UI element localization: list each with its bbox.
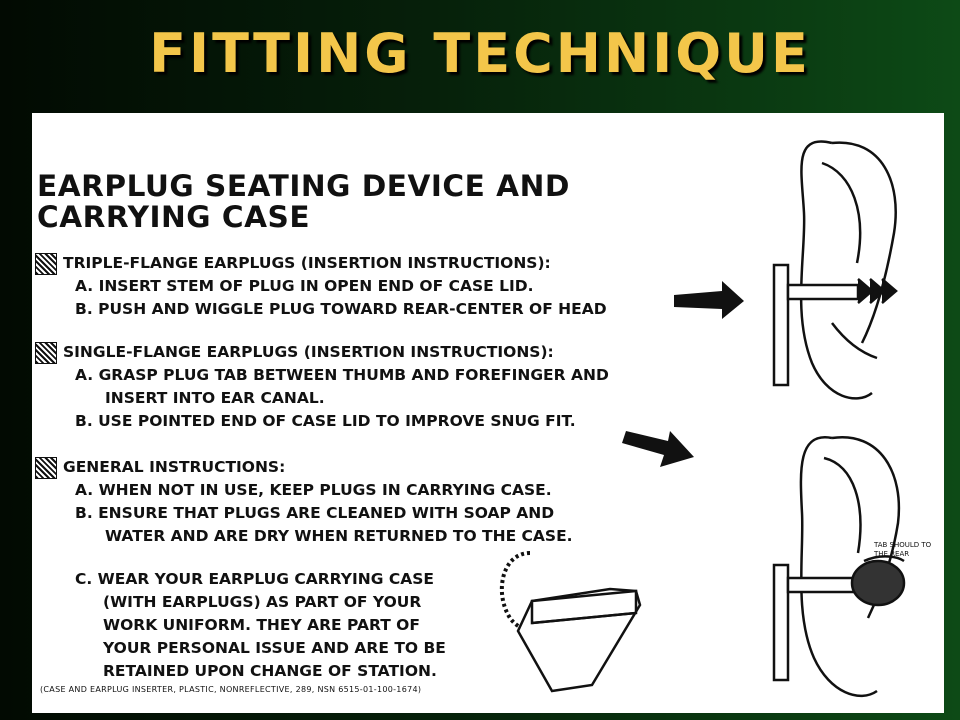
instruction-line: A. WHEN NOT IN USE, KEEP PLUGS IN CARRYI… [75,481,552,499]
instruction-line: A. INSERT STEM OF PLUG IN OPEN END OF CA… [75,277,534,295]
heading-line-1: EARPLUG SEATING DEVICE AND [37,169,570,203]
section-bullet-icon [35,341,57,364]
section-header: TRIPLE-FLANGE EARPLUGS (INSERTION INSTRU… [63,254,551,272]
instruction-line: C. WEAR YOUR EARPLUG CARRYING CASE [75,570,434,588]
illustrations [499,140,906,698]
instruction-line: RETAINED UPON CHANGE OF STATION. [103,662,437,680]
instruction-line: WATER AND ARE DRY WHEN RETURNED TO THE C… [105,527,573,545]
instruction-line: B. USE POINTED END OF CASE LID TO IMPROV… [75,412,576,430]
section-triple-flange: TRIPLE-FLANGE EARPLUGS (INSERTION INSTRU… [35,252,607,321]
instruction-line: WORK UNIFORM. THEY ARE PART OF [103,616,420,634]
carrying-case-illustration [499,551,642,693]
section-single-flange: SINGLE-FLANGE EARPLUGS (INSERTION INSTRU… [35,341,609,433]
footnote: (CASE AND EARPLUG INSERTER, PLASTIC, NON… [40,685,422,694]
arrow-right-icon [674,281,744,319]
ear-illustration-triple-flange [772,140,898,400]
section-general: GENERAL INSTRUCTIONS: A. WHEN NOT IN USE… [35,456,573,548]
document-heading: EARPLUG SEATING DEVICE AND CARRYING CASE [37,171,570,233]
section-bullet-icon [35,252,57,275]
section-header: GENERAL INSTRUCTIONS: [63,458,286,476]
arrow-down-right-icon [622,431,694,467]
section-general-continued: C. WEAR YOUR EARPLUG CARRYING CASE (WITH… [35,568,446,683]
instruction-line: B. ENSURE THAT PLUGS ARE CLEANED WITH SO… [75,504,555,522]
slide-title: FITTING TECHNIQUE [149,22,811,85]
instruction-line: B. PUSH AND WIGGLE PLUG TOWARD REAR-CENT… [75,300,607,318]
ear-illustration-single-flange [772,435,906,698]
instruction-line: A. GRASP PLUG TAB BETWEEN THUMB AND FORE… [75,366,609,384]
instruction-line: INSERT INTO EAR CANAL. [105,389,325,407]
heading-line-2: CARRYING CASE [37,200,311,234]
section-header: SINGLE-FLANGE EARPLUGS (INSERTION INSTRU… [63,343,554,361]
section-bullet-icon [35,456,57,479]
instruction-line: YOUR PERSONAL ISSUE AND ARE TO BE [103,639,446,657]
instruction-line: (WITH EARPLUGS) AS PART OF YOUR [103,593,422,611]
tab-note: TAB SHOULD TO THE REAR [874,541,932,558]
document-image: EARPLUG SEATING DEVICE AND CARRYING CASE… [32,113,944,713]
